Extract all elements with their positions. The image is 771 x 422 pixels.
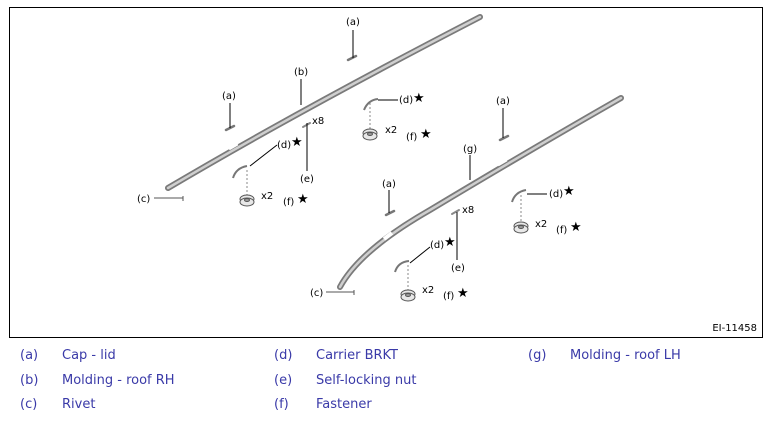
callout-d: (d) [430,240,444,251]
callout-c: (c) [137,194,150,205]
callout-d: (d) [277,140,291,151]
legend-item: (b) Molding - roof RH [20,373,175,388]
callout-a: (a) [382,179,396,190]
quantity-x2: x2 [261,191,273,202]
legend-label: Self-locking nut [316,373,417,388]
callout-b: (b) [294,67,308,78]
callout-f: (f) [443,291,454,302]
legend-item: (d) Carrier BRKT [274,348,398,363]
molding-roof-rh [165,14,483,191]
legend-key: (a) [20,348,39,363]
callout-f: (f) [283,197,294,208]
quantity-x2: x2 [385,125,397,136]
diagram-frame [9,7,763,338]
star-icon: ★ [570,220,582,235]
star-icon: ★ [457,286,469,301]
quantity-x2: x2 [535,219,547,230]
callout-d: (d) [549,189,563,200]
legend-label: Cap - lid [62,348,116,363]
figure-id: EI-11458 [712,323,757,334]
quantity-x8: x8 [312,116,324,127]
star-icon: ★ [413,91,425,106]
legend-item: (c) Rivet [20,397,95,412]
legend-item: (g) Molding - roof LH [528,348,681,363]
quantity-x8: x8 [462,205,474,216]
callout-a: (a) [346,17,360,28]
callout-e: (e) [300,174,314,185]
legend-item: (f) Fastener [274,397,372,412]
legend-key: (d) [274,348,293,363]
parts-legend: (a) Cap - lid (b) Molding - roof RH (c) Riv… [0,342,771,422]
star-icon: ★ [291,135,303,150]
legend-label: Molding - roof LH [570,348,681,363]
star-icon: ★ [444,235,456,250]
callout-a: (a) [222,91,236,102]
self-locking-nut-part [302,122,460,215]
carrier-bracket-part [232,98,527,273]
molding-roof-lh [337,95,624,290]
quantity-x2: x2 [422,285,434,296]
leader-lines [229,30,547,264]
star-icon: ★ [563,184,575,199]
legend-label: Rivet [62,397,96,412]
legend-key: (f) [274,397,289,412]
rivet-part [154,196,355,295]
callout-g: (g) [463,144,477,155]
callout-f: (f) [406,132,417,143]
legend-label: Carrier BRKT [316,348,398,363]
star-icon: ★ [297,192,309,207]
legend-key: (c) [20,397,38,412]
callout-d: (d) [399,95,413,106]
dashed-guide-lines [246,103,522,292]
star-icon: ★ [420,127,432,142]
legend-item: (e) Self-locking nut [274,373,416,388]
legend-key: (e) [274,373,293,388]
legend-label: Molding - roof RH [62,373,175,388]
exploded-parts-diagram: (a) (b) (a) (d) ★ x8 x2 (f) ★ (d) ★ (e) … [137,14,624,302]
callout-a: (a) [496,96,510,107]
callout-c: (c) [310,288,323,299]
fastener-part [239,128,529,302]
callout-e: (e) [451,263,465,274]
legend-key: (g) [528,348,547,363]
callout-f: (f) [556,225,567,236]
legend-item: (a) Cap - lid [20,348,116,363]
legend-key: (b) [20,373,39,388]
callout-labels: (a) (b) (a) (d) ★ x8 x2 (f) ★ (d) ★ (e) … [137,17,582,302]
legend-label: Fastener [316,397,372,412]
